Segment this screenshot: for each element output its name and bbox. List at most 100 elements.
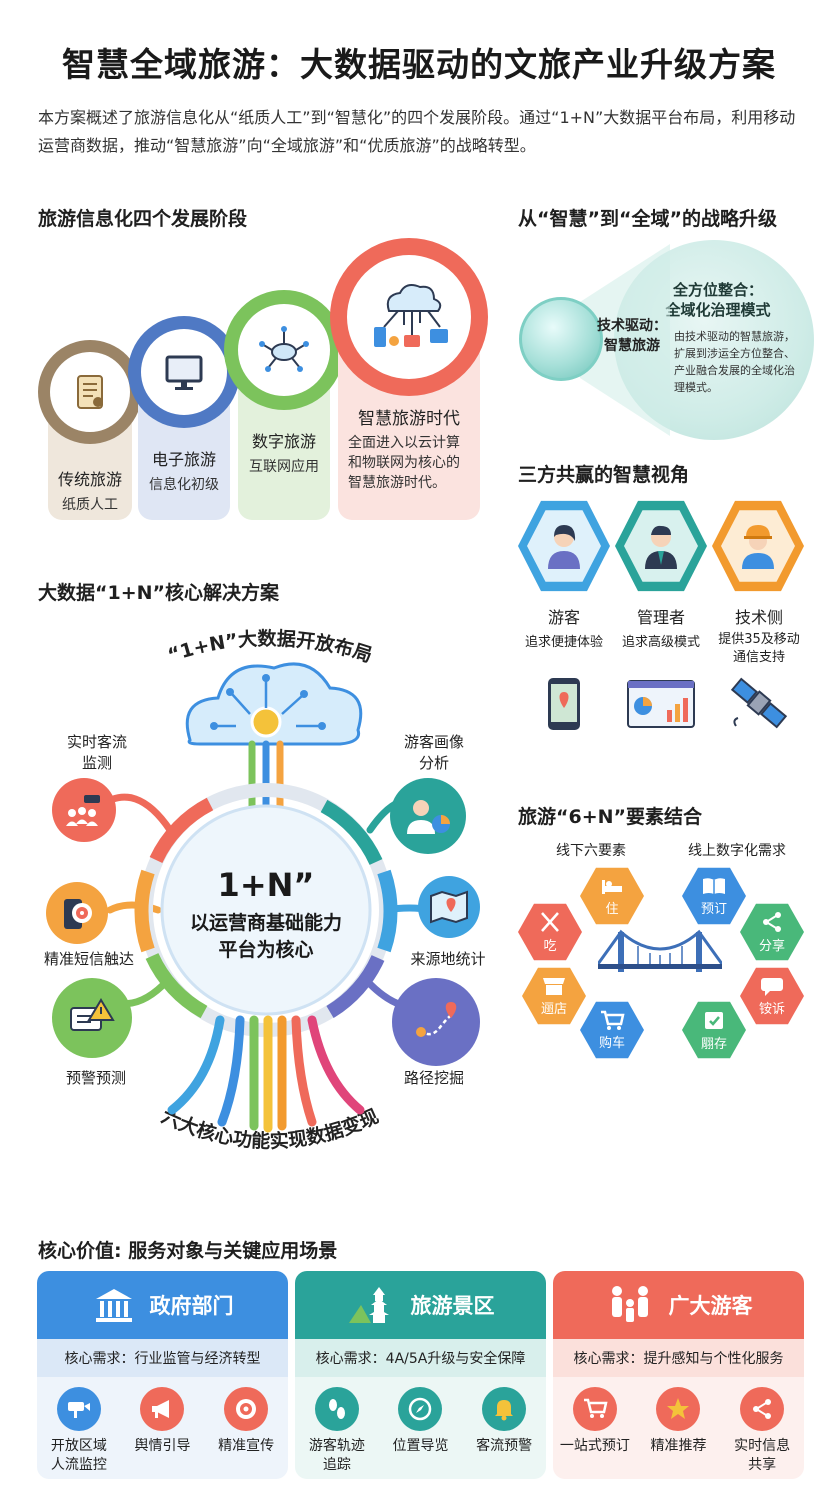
card-item-label: 游客轨迹 追踪 — [308, 1438, 365, 1473]
func-profile — [390, 778, 466, 854]
offline-hex-shop: 逦店 — [522, 967, 586, 1025]
page-title: 智慧全域旅游：大数据驱动的文旅产业升级方案 — [62, 45, 776, 84]
network-icon — [259, 326, 309, 372]
offline-label: 线下六要素 — [556, 843, 626, 859]
sixn-heading: 旅游“6+N”要素结合 — [518, 806, 703, 828]
card-item-label: 一站式预订 — [559, 1438, 630, 1454]
value-card-tourists: 广大游客 核心需求：提升感知与个性化服务 一站式预订 精准推荐 实时信息 共享 — [553, 1271, 804, 1479]
strategy-big-desc: 由技术驱动的智慧旅游，扩展到涉运全方位整合、产业融合发展的全域化治理模式。 — [674, 330, 795, 394]
card-item-label: 客流预警 — [476, 1438, 533, 1454]
func-route — [392, 978, 480, 1066]
offline-label-text: 逦店 — [540, 1001, 567, 1017]
stage-pin — [128, 316, 240, 428]
alert-chat-icon — [70, 998, 115, 1031]
map-icon — [430, 890, 468, 924]
route-icon — [416, 1002, 457, 1037]
online-label-text: 分享 — [758, 938, 785, 954]
winwin-heading: 三方共赢的智慧视角 — [518, 464, 690, 486]
core-center-big: 1+N” — [217, 866, 315, 904]
winwin-hex-tech — [712, 500, 804, 592]
strategy-small-label: 技术驱动： 智慧旅游 — [597, 318, 667, 354]
footprint-icon — [328, 1399, 345, 1419]
func-label-profile: 游客画像 分析 — [403, 733, 464, 772]
online-label-text: 铵诉 — [758, 1001, 785, 1017]
func-sms-reach — [46, 882, 108, 944]
share-icon — [763, 911, 781, 932]
winwin-hex-manager — [615, 500, 707, 592]
card-item-label: 位置导览 — [392, 1438, 449, 1454]
engineer-icon — [742, 525, 774, 569]
card-need: 核心需求：4A/5A升级与安全保障 — [295, 1339, 546, 1377]
stage-pin — [330, 238, 488, 396]
online-hex-complain: 铵诉 — [740, 967, 804, 1025]
func-label-route: 路径挖掘 — [403, 1069, 464, 1087]
scroll-icon — [77, 375, 103, 409]
cart-icon — [601, 1010, 625, 1030]
strategy-heading: 从“智慧”到“全域”的战略升级 — [518, 208, 777, 230]
strategy-small-sphere — [519, 297, 603, 381]
chat-icon — [761, 977, 783, 996]
winwin-name: 管理者 — [636, 608, 685, 627]
monitor-icon — [165, 355, 203, 390]
winwin-hex-tourist — [518, 500, 610, 592]
offline-label-text: 购车 — [598, 1035, 625, 1051]
core-center-sub: 以运营商基础能力平台为核心 — [189, 912, 342, 961]
pagoda-icon — [348, 1287, 389, 1323]
online-label-text: 翢存 — [700, 1036, 727, 1052]
card-item-label: 开放区域 人流监控 — [50, 1438, 107, 1473]
cloud-devices-icon — [374, 284, 448, 347]
megaphone-icon — [152, 1400, 170, 1418]
offline-label-text: 住 — [605, 901, 619, 917]
func-label-flow: 实时客流 监测 — [66, 733, 127, 772]
satellite-icon — [730, 677, 788, 729]
card-item-label: 精准宣传 — [218, 1438, 275, 1454]
card-title: 旅游景区 — [410, 1294, 495, 1318]
svg-text:“1+N”大数据开放布局: “1+N”大数据开放布局 — [165, 627, 375, 667]
card-item-label: 精准推荐 — [650, 1438, 707, 1454]
offline-hex-eat: 吃 — [518, 903, 582, 961]
online-hex-book: 预订 — [682, 867, 746, 925]
card-need: 核心需求：行业监管与经济转型 — [37, 1339, 288, 1377]
target-icon — [236, 1399, 257, 1419]
stage-desc: 互联网应用 — [249, 459, 319, 475]
card-item-label: 舆情引导 — [134, 1438, 191, 1454]
winwin-desc: 追求便捷体验 — [524, 635, 603, 650]
core-heading: 大数据“1+N”核心解决方案 — [38, 582, 280, 604]
government-icon — [95, 1289, 132, 1322]
core-arc-top: “1+N”大数据开放布局 — [165, 627, 375, 667]
stage-name: 电子旅游 — [151, 450, 216, 469]
stage-electronic: 电子旅游信息化初级 — [128, 316, 240, 520]
strategy-big-title: 全方位整合： 全域化治理模式 — [665, 281, 771, 319]
card-title: 广大游客 — [668, 1294, 753, 1318]
stage-pin — [224, 290, 344, 410]
winwin-name: 游客 — [547, 608, 580, 627]
bell-icon — [495, 1400, 514, 1421]
stage-smart: 智慧旅游时代 全面进入以云计算和物联网为核心的智慧旅游时代。 — [330, 238, 488, 520]
stage-desc: 全面进入以云计算和物联网为核心的智慧旅游时代。 — [348, 435, 460, 491]
star-icon — [667, 1398, 690, 1419]
fork-knife-icon — [541, 911, 559, 932]
crowd-camera-icon — [66, 795, 100, 826]
stage-pin — [38, 340, 142, 444]
func-label-warning: 预警预测 — [65, 1069, 126, 1087]
strategy-beam — [580, 244, 670, 436]
stage-desc: 纸质人工 — [62, 497, 118, 513]
profile-chart-icon — [407, 800, 450, 834]
stage-name: 传统旅游 — [57, 470, 122, 489]
func-warning — [52, 978, 132, 1058]
func-label-source: 来源地统计 — [410, 950, 486, 968]
stages-heading: 旅游信息化四个发展阶段 — [38, 208, 248, 230]
online-label: 线上数字化需求 — [688, 843, 786, 859]
winwin-name: 技术侧 — [734, 608, 783, 627]
map-phone-icon — [548, 678, 580, 730]
card-item-label: 实时信息 共享 — [734, 1438, 791, 1473]
target-phone-icon — [64, 899, 92, 929]
card-title: 政府部门 — [149, 1294, 234, 1318]
cctv-icon — [67, 1402, 90, 1418]
stage-traditional: 传统旅游纸质人工 — [38, 340, 142, 520]
offline-hex-stay: 住 — [580, 867, 644, 925]
online-hex-save: 翢存 — [682, 1001, 746, 1059]
shopping-cart-icon — [583, 1398, 608, 1418]
func-source — [418, 876, 480, 938]
func-flow-monitor — [52, 778, 116, 842]
